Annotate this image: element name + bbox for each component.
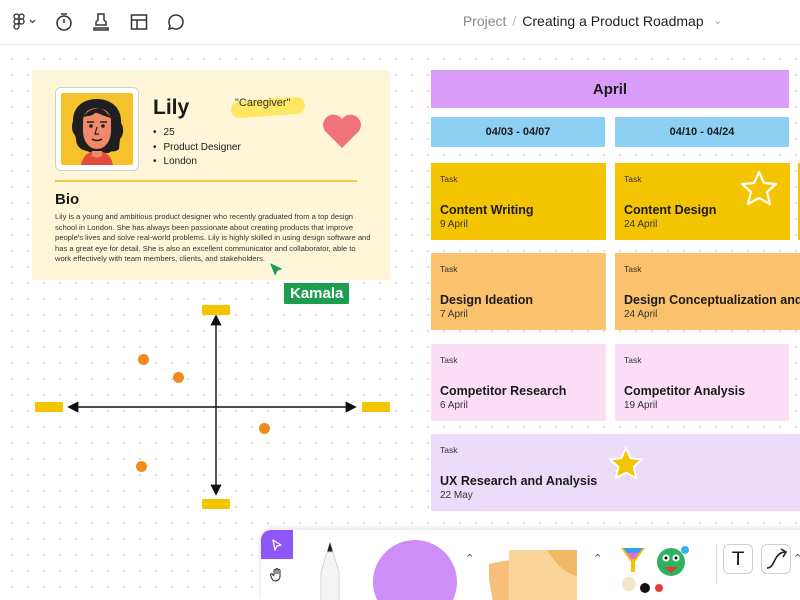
toolbar-separator: [716, 544, 717, 584]
star-outline-icon: [740, 170, 778, 206]
month-header[interactable]: April: [431, 70, 789, 108]
task-date: 22 May: [440, 490, 473, 501]
chevron-up-icon[interactable]: ⌃: [593, 553, 603, 565]
chevron-up-icon[interactable]: ⌃: [793, 553, 800, 565]
task-card[interactable]: Task Design Ideation 7 April: [431, 253, 606, 330]
task-title: Content Writing: [440, 203, 534, 217]
task-label: Task: [440, 445, 458, 455]
task-title: Competitor Research: [440, 384, 567, 398]
task-label: Task: [624, 264, 642, 274]
breadcrumb-project[interactable]: Project: [462, 13, 507, 29]
breadcrumb: Project / Creating a Product Roadmap ⌄: [463, 13, 722, 29]
task-label: Task: [440, 264, 458, 274]
comment-icon[interactable]: [165, 11, 187, 33]
task-label: Task: [624, 174, 642, 184]
bio-text: Lily is a young and ambitious product de…: [55, 212, 371, 263]
avatar: [55, 87, 139, 171]
task-card[interactable]: Task Design Conceptualization and 24 Apr…: [615, 253, 800, 330]
persona-location: London: [153, 155, 241, 170]
task-card-partial[interactable]: [798, 163, 800, 240]
stickers-tool[interactable]: [615, 540, 695, 600]
task-date: 24 April: [624, 219, 658, 230]
chevron-up-icon[interactable]: ⌃: [465, 553, 475, 565]
marker-icon: [320, 542, 340, 600]
task-label: Task: [440, 174, 458, 184]
task-title: UX Research and Analysis: [440, 474, 598, 488]
stickers-icon: [621, 546, 689, 593]
plot-dot[interactable]: [173, 372, 184, 383]
task-date: 19 April: [624, 400, 658, 411]
persona-tag: "Caregiver": [235, 97, 291, 109]
axis-label-top[interactable]: [202, 305, 230, 315]
connector-tool[interactable]: [761, 544, 791, 574]
task-card[interactable]: Task Content Design 24 April: [615, 163, 790, 240]
task-date: 24 April: [624, 309, 658, 320]
task-label: Task: [624, 355, 642, 365]
top-bar: Project / Creating a Product Roadmap ⌄: [0, 0, 800, 45]
quadrant-axes: [67, 314, 357, 496]
pointer-icon: [272, 538, 282, 551]
persona-role: Product Designer: [153, 141, 241, 156]
task-title: Content Design: [624, 203, 717, 217]
collaborator-cursor-icon: [268, 261, 286, 284]
persona-details: 25 Product Designer London: [153, 126, 241, 170]
task-card[interactable]: Task Competitor Research 6 April: [431, 344, 606, 421]
bio-heading: Bio: [55, 191, 80, 208]
task-title: Design Ideation: [440, 293, 534, 307]
sticky-note-tool[interactable]: [486, 542, 581, 600]
plot-dot[interactable]: [259, 423, 270, 434]
text-tool[interactable]: T: [723, 544, 753, 574]
task-label: Task: [440, 355, 458, 365]
hand-tool[interactable]: [261, 560, 293, 590]
timer-icon[interactable]: [53, 11, 75, 33]
axis-label-bottom[interactable]: [202, 499, 230, 509]
task-date: 7 April: [440, 309, 468, 320]
board-title[interactable]: Creating a Product Roadmap: [522, 13, 704, 29]
persona-name: Lily: [153, 96, 190, 119]
axis-label-right[interactable]: [362, 402, 390, 412]
star-filled-icon: [608, 446, 644, 480]
sticky-note-icon: [486, 550, 577, 600]
breadcrumb-separator: /: [512, 13, 517, 29]
hand-icon: [269, 567, 281, 582]
task-date: 9 April: [440, 219, 468, 230]
creation-toolbar: ⌃ ⌃ T ⌃: [261, 530, 800, 600]
task-title: Design Conceptualization and: [624, 293, 800, 307]
week-header[interactable]: 04/10 - 04/24: [615, 117, 789, 147]
task-card[interactable]: Task UX Research and Analysis 22 May: [431, 434, 800, 511]
collaborator-name-label: Kamala: [284, 283, 350, 304]
persona-card[interactable]: Lily "Caregiver" 25 Product Designer Lon…: [32, 70, 390, 280]
figma-menu-icon[interactable]: [10, 11, 40, 33]
shape-tool[interactable]: [373, 540, 457, 600]
layout-icon[interactable]: [128, 11, 150, 33]
chevron-down-icon[interactable]: ⌄: [713, 15, 722, 27]
task-card[interactable]: Task Content Writing 9 April: [431, 163, 606, 240]
axis-label-left[interactable]: [35, 402, 63, 412]
stamp-icon[interactable]: [90, 11, 112, 33]
plot-dot[interactable]: [138, 354, 149, 365]
divider: [55, 180, 357, 182]
week-header[interactable]: 04/03 - 04/07: [431, 117, 605, 147]
task-card[interactable]: Task Competitor Analysis 19 April: [615, 344, 789, 421]
marker-tool[interactable]: [315, 540, 345, 600]
heart-icon: [321, 113, 363, 154]
avatar-illustration: [72, 99, 124, 165]
task-title: Competitor Analysis: [624, 384, 746, 398]
persona-age: 25: [153, 126, 241, 141]
whiteboard-canvas[interactable]: Lily "Caregiver" 25 Product Designer Lon…: [0, 45, 800, 600]
navigation-tools: [261, 530, 293, 592]
select-tool[interactable]: [261, 530, 293, 559]
connector-icon: [766, 548, 788, 569]
plot-dot[interactable]: [136, 461, 147, 472]
task-date: 6 April: [440, 400, 468, 411]
